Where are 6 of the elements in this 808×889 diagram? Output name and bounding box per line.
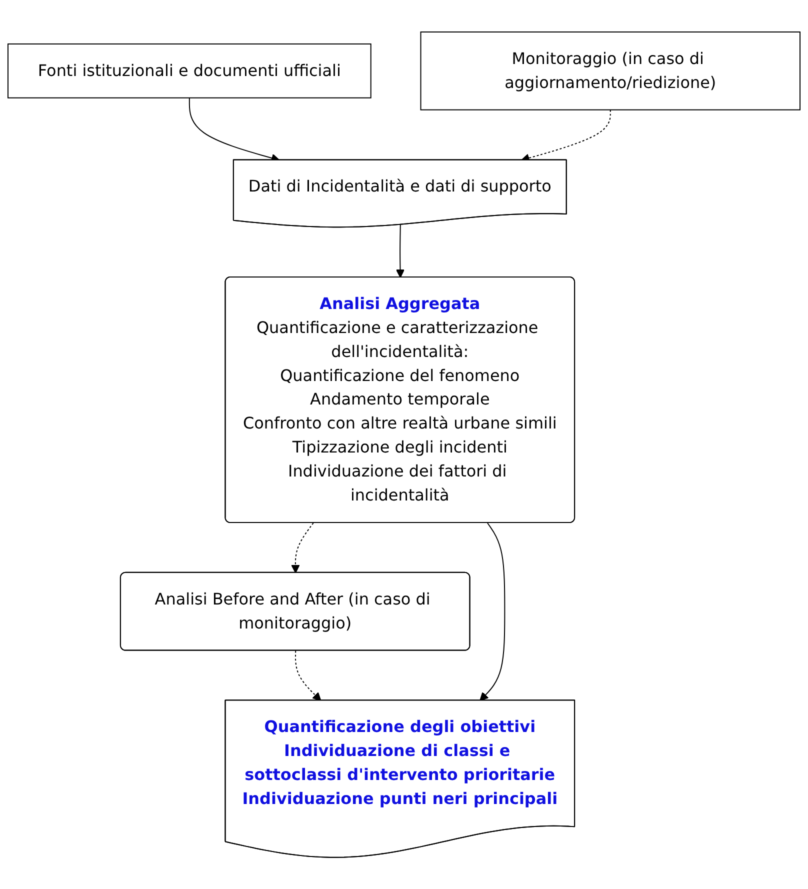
arrow xyxy=(295,650,322,701)
arrow xyxy=(480,522,506,701)
arrow xyxy=(291,522,314,574)
arrow xyxy=(396,224,405,278)
node-box: Fonti istituzionali e documenti ufficiali xyxy=(8,43,372,98)
node-box: Monitoraggio (in caso di aggiornamento/riedizione) xyxy=(420,31,800,110)
